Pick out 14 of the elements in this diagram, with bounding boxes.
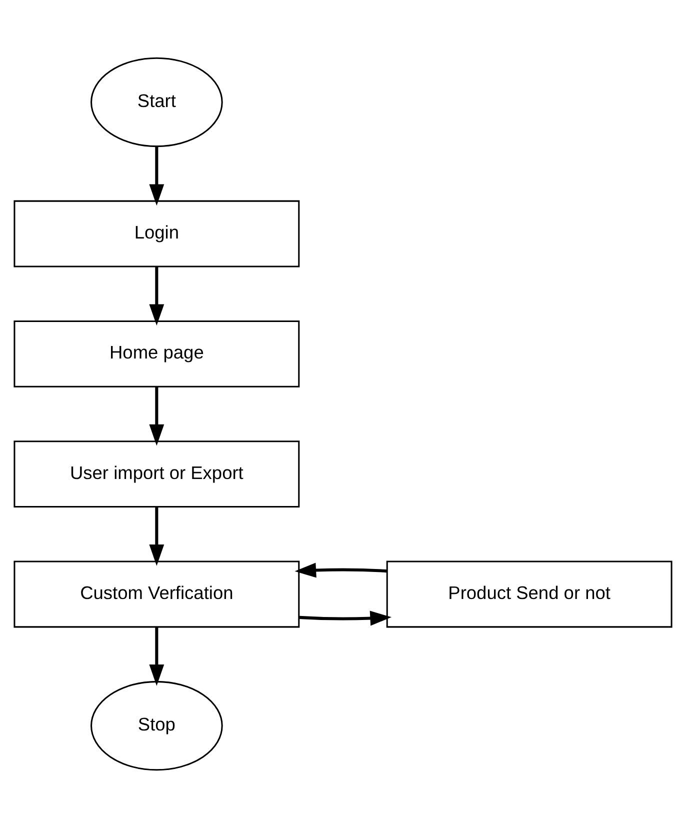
- node-box: Product Send or not: [386, 560, 672, 628]
- node-box: Home page: [14, 320, 300, 387]
- node-box: Login: [14, 200, 300, 267]
- arrow: [149, 266, 164, 326]
- arrow: [149, 506, 164, 566]
- arrow: [149, 386, 164, 446]
- node-ellipse: Start: [90, 56, 223, 147]
- arrow: [299, 610, 392, 626]
- arrow: [294, 562, 388, 578]
- node-ellipse: Stop: [90, 680, 223, 770]
- arrow: [149, 627, 164, 686]
- node-box: User import or Export: [14, 440, 300, 508]
- arrow: [149, 146, 164, 206]
- node-box: Custom Verfication: [14, 560, 300, 628]
